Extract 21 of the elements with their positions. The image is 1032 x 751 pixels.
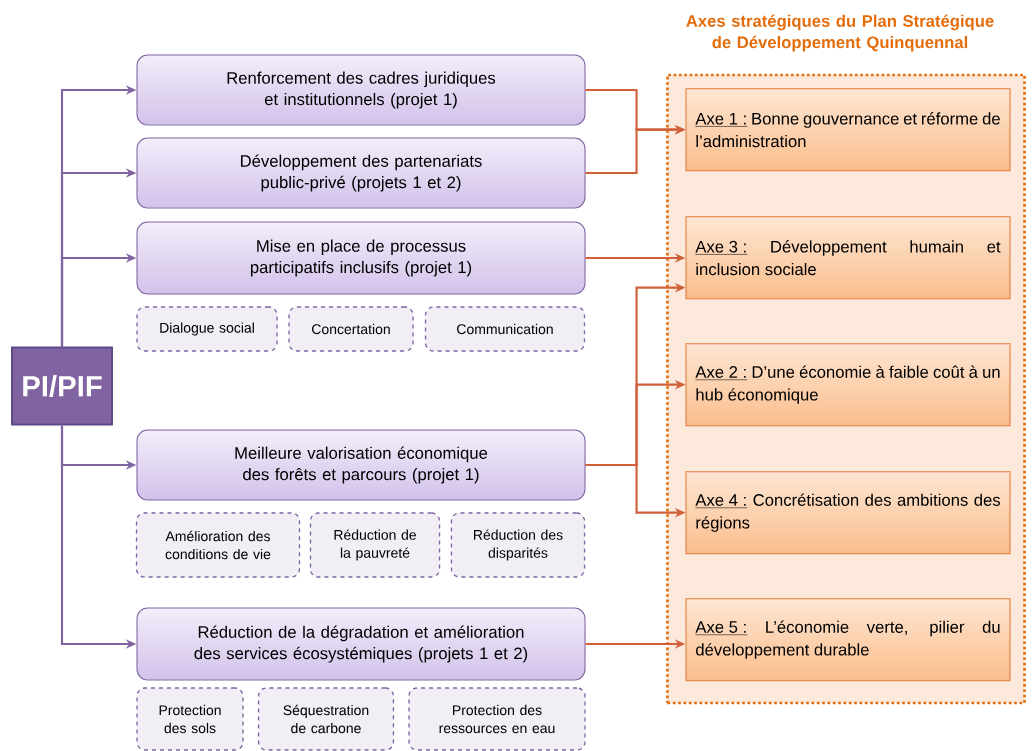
axis-box: Axe 3 : Développement humain et inclusion sociale — [685, 216, 1011, 300]
dashed-box: Concertation — [288, 306, 414, 352]
dashed-box: Amélioration des conditions de vie — [135, 512, 301, 578]
axis-box: Axe 2 : D’une économie à faible coût à un hub économique — [685, 343, 1011, 427]
dashed-box: Communication — [424, 306, 586, 352]
process-box: Développement des partenariats public-privé (projets 1 et 2) — [136, 137, 586, 209]
process-box: Meilleure valorisation économique des forêts et parcours (projet 1) — [136, 429, 586, 501]
root-box: PI/PIF — [11, 346, 113, 426]
process-box: Renforcement des cadres juridiques et institutionnels (projet 1) — [136, 54, 586, 126]
dashed-box: Protection des ressources en eau — [408, 687, 586, 751]
process-box: Réduction de la dégradation et amélioration des services écosystémiques (projets 1 et 2) — [136, 607, 586, 681]
axis-box: Axe 5 : L’économie verte, pilier du développement durable — [685, 598, 1011, 682]
dashed-box: Dialogue social — [136, 306, 278, 352]
dashed-box: Réduction de la pauvreté — [309, 512, 441, 578]
axis-box: Axe 4 : Concrétisation des ambitions des régions — [685, 471, 1011, 555]
axis-box: Axe 1 : Bonne gouvernance et réforme de l’administration — [685, 88, 1011, 172]
process-box: Mise en place de processus participatifs inclusifs (projet 1) — [136, 221, 586, 295]
dashed-box: Protection des sols — [136, 687, 244, 751]
node-label: Axes stratégiques du Plan Stratégique de Développement Quinquennal — [686, 14, 994, 52]
dashed-box: Réduction des disparités — [450, 512, 586, 578]
dashed-box: Séquestration de carbone — [257, 687, 395, 751]
